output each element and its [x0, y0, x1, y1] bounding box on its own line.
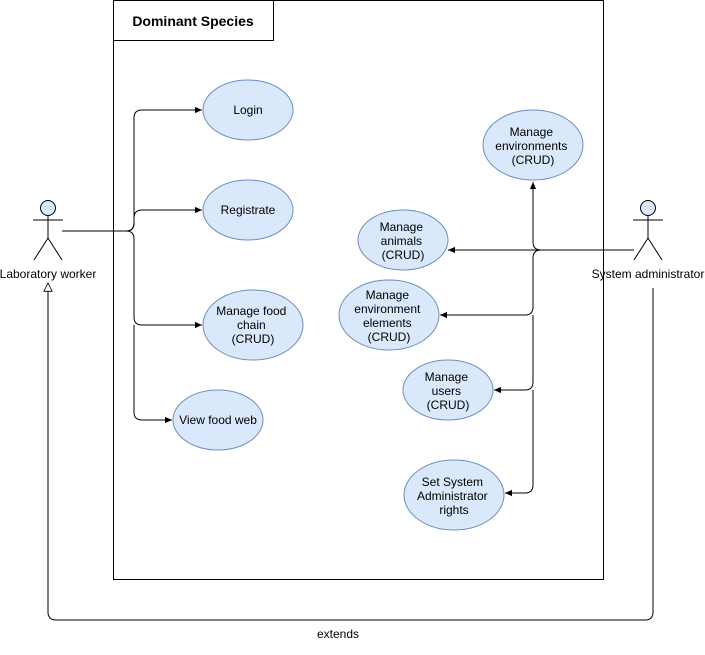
use-case-label: Manage	[425, 370, 469, 384]
use-case-label: Registrate	[221, 203, 276, 217]
use-case-manage-users[interactable]: Manage users (CRUD)	[402, 359, 494, 421]
svg-text:View food web: View food web	[179, 413, 257, 427]
actor-system-administrator[interactable]: System administrator	[592, 200, 705, 282]
use-case-label: chain	[237, 318, 266, 332]
use-case-label: (CRUD)	[232, 332, 275, 346]
use-case-label: Manage	[380, 220, 424, 234]
use-case-label: animals	[381, 234, 422, 248]
actor-laboratory-worker[interactable]: Laboratory worker	[0, 200, 96, 282]
sys-admin-connectors	[440, 182, 634, 497]
svg-text:Manage animals (CR: Manage animals (CRUD)	[380, 220, 427, 262]
use-case-label: (CRUD)	[368, 330, 411, 344]
use-case-set-admin-rights[interactable]: Set System Administrator rights	[403, 459, 505, 531]
use-case-label: elements	[363, 316, 412, 330]
use-case-label: environment	[354, 302, 421, 316]
svg-text:Login: Login	[233, 103, 262, 117]
svg-text:Manage environments: Manage environments (CRUD)	[495, 125, 570, 167]
use-case-view-food-web[interactable]: View food web	[172, 389, 264, 451]
use-case-label: (CRUD)	[382, 248, 425, 262]
use-case-label: (CRUD)	[512, 153, 555, 167]
use-case-manage-animals[interactable]: Manage animals (CRUD)	[357, 209, 449, 271]
use-case-label: Set System	[422, 475, 483, 489]
system-title: Dominant Species	[132, 13, 254, 29]
use-case-label: Login	[233, 103, 262, 117]
stick-figure-icon	[633, 200, 663, 261]
use-case-label: users	[432, 384, 461, 398]
stick-figure-icon	[33, 200, 63, 261]
use-case-label: rights	[439, 503, 468, 517]
svg-text:Manage environment: Manage environment elements (CRUD)	[354, 288, 423, 344]
actor-label: System administrator	[592, 267, 705, 281]
use-case-label: (CRUD)	[427, 398, 470, 412]
extends-connector	[48, 283, 654, 621]
use-case-manage-environment-elements[interactable]: Manage environment elements (CRUD)	[338, 279, 440, 351]
actor-label: Laboratory worker	[0, 267, 96, 281]
use-case-manage-food-chain[interactable]: Manage food chain (CRUD)	[202, 289, 304, 361]
use-case-label: Manage	[366, 288, 410, 302]
use-case-label: Administrator	[417, 489, 488, 503]
use-case-label: Manage food	[216, 304, 286, 318]
use-case-login[interactable]: Login	[202, 79, 294, 141]
system-title-box	[113, 0, 274, 41]
svg-text:Manage food chain: Manage food chain (CRUD)	[216, 304, 289, 346]
svg-text:Registrate: Registrate	[221, 203, 276, 217]
extends-label: extends	[317, 627, 359, 641]
use-case-registrate[interactable]: Registrate	[202, 179, 294, 241]
svg-text:Set System Administrator: Set System Administrator rights	[417, 475, 491, 517]
use-case-label: environments	[495, 139, 567, 153]
svg-text:Manage users (CRUD: Manage users (CRUD)	[425, 370, 472, 412]
lab-worker-connectors	[62, 106, 202, 424]
use-case-label: View food web	[179, 413, 257, 427]
use-case-manage-environments[interactable]: Manage environments (CRUD)	[482, 109, 584, 181]
use-case-label: Manage	[510, 125, 554, 139]
